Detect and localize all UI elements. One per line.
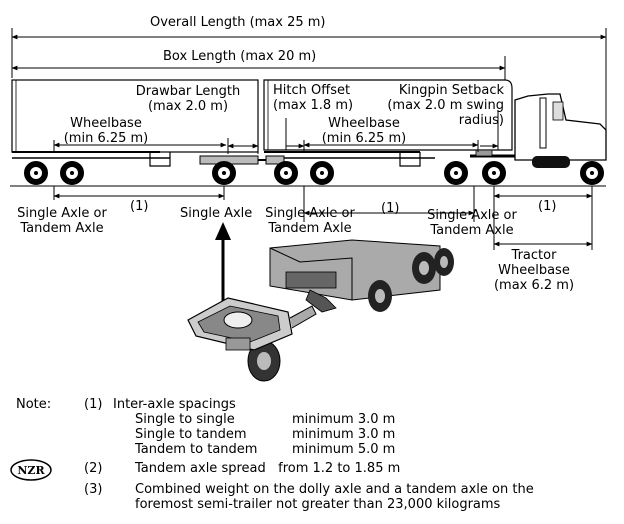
wheels: [24, 161, 604, 185]
note-1-row-type: Tandem to tandem: [135, 442, 258, 457]
dolly-arrow: [215, 222, 231, 305]
note-1-row-type: Single to single: [135, 412, 235, 427]
note-3-line-2: foremost semi-trailer not greater than 2…: [135, 497, 501, 512]
trailer-2: [263, 79, 513, 167]
note-1-row-value: minimum 3.0 m: [292, 412, 396, 427]
trailer-rear-illustration: [269, 239, 454, 313]
axle-marker-3: (1): [538, 199, 557, 214]
note-1-title: Inter-axle spacings: [113, 397, 236, 412]
axle-marker-2: (1): [381, 201, 400, 216]
axle-label-dolly: Single Axle: [180, 206, 253, 221]
wheelbase-right-label: Wheelbase (min 6.25 m): [321, 116, 407, 146]
note-1-row-value: minimum 3.0 m: [292, 427, 396, 442]
note-1-row-value: minimum 5.0 m: [292, 442, 396, 457]
axle-label-front-trailer: Single Axle or Tandem Axle: [17, 206, 107, 236]
nzr-logo-text: NZR: [17, 464, 45, 477]
box-length-label: Box Length (max 20 m): [163, 49, 317, 64]
kingpin-setback-label: Kingpin Setback (max 2.0 m swing radius): [387, 83, 504, 128]
overall-length-label: Overall Length (max 25 m): [150, 15, 326, 30]
dolly-illustration: [187, 297, 317, 382]
note-2-number: (2): [84, 461, 103, 476]
inter-axle-dimensions: [53, 186, 593, 250]
tractor: [470, 93, 607, 168]
axle-label-tractor: Single Axle or Tandem Axle: [427, 208, 517, 238]
hitch-offset-label: Hitch Offset (max 1.8 m): [273, 83, 354, 113]
wheelbase-dimensions: [53, 110, 499, 154]
drawbar-length-label: Drawbar Length (max 2.0 m): [135, 84, 241, 114]
wheelbase-left-label: Wheelbase (min 6.25 m): [63, 116, 149, 146]
axle-label-second-trailer: Single Axle or Tandem Axle: [265, 206, 355, 236]
axle-marker-1: (1): [130, 199, 149, 214]
box-length-dimension: [11, 56, 506, 80]
note-1-number: (1): [84, 397, 103, 412]
nzr-logo: NZR: [10, 459, 52, 481]
note-2-text: Tandem axle spread from 1.2 to 1.85 m: [135, 461, 401, 476]
note-1-row-type: Single to tandem: [135, 427, 247, 442]
tractor-wheelbase-label: Tractor Wheelbase (max 6.2 m): [493, 248, 575, 293]
note-label: Note:: [16, 397, 52, 412]
note-3-number: (3): [84, 482, 103, 497]
note-3-line-1: Combined weight on the dolly axle and a …: [135, 482, 534, 497]
trailer-1: [11, 79, 259, 167]
dolly: [199, 155, 285, 165]
